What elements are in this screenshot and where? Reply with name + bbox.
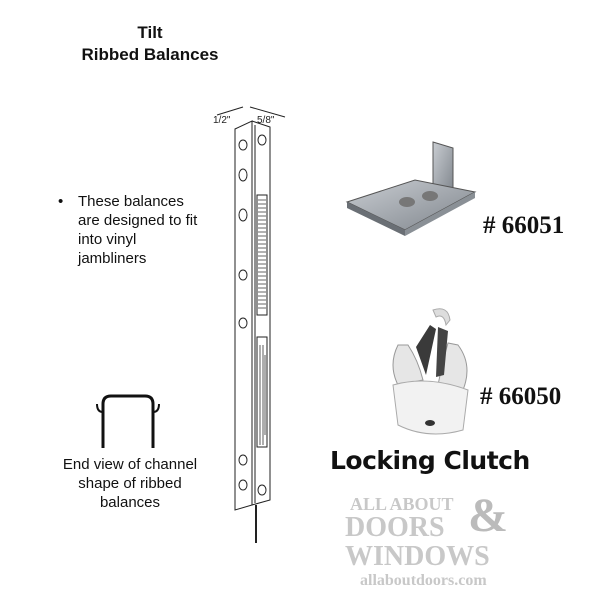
part-number-66050: # 66050 [480, 383, 562, 410]
watermark-line2: DOORS [345, 512, 445, 543]
title-line1: Tilt [137, 23, 163, 42]
part-name-locking-clutch: Locking Clutch [330, 446, 530, 475]
title: Tilt Ribbed Balances [60, 22, 240, 66]
bullet-text: These balances are designed to fit into … [78, 193, 198, 267]
part-66050-image [392, 308, 469, 435]
watermark-url: allaboutdoors.com [360, 572, 487, 589]
part-number-66051: # 66051 [483, 212, 565, 239]
dim-right: 5/8" [257, 115, 275, 126]
watermark-line3: WINDOWS [345, 541, 490, 572]
channel-end-view-drawing [96, 394, 160, 448]
watermark-ampersand: & [468, 489, 508, 542]
balance-drawing: 1/2" 5/8" [213, 106, 286, 543]
end-view-caption: End view of channel shape of ribbed bala… [62, 456, 198, 511]
title-line2: Ribbed Balances [81, 45, 219, 64]
bullet-dot: • [58, 193, 64, 210]
watermark-line1: ALL ABOUT [350, 494, 454, 514]
part-66051-image [345, 141, 477, 236]
feature-bullet: • These balances are designed to fit int… [58, 192, 203, 268]
dim-left: 1/2" [213, 115, 231, 126]
